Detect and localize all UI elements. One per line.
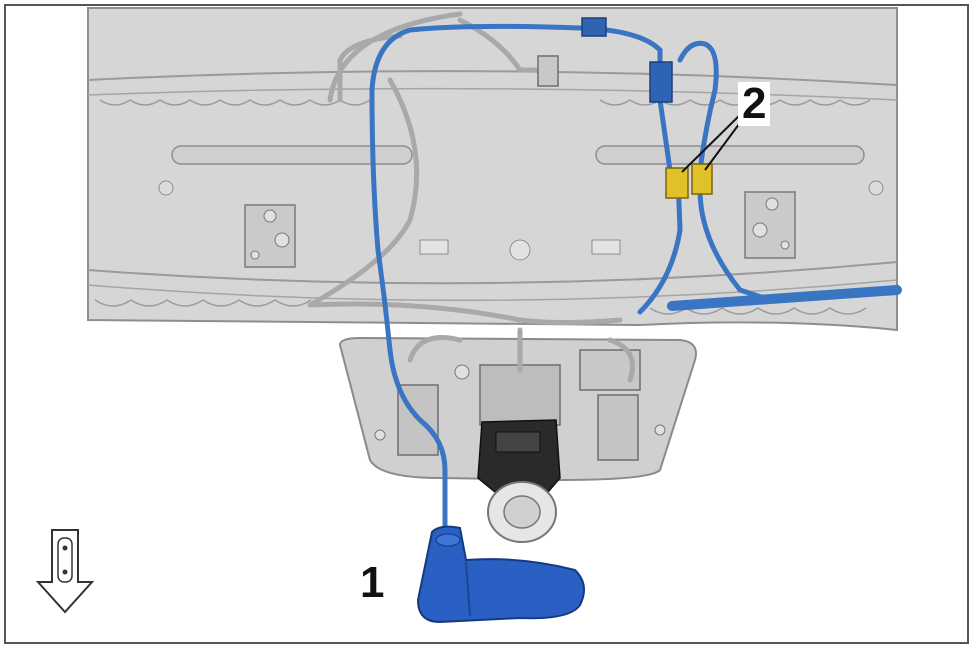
- tailgate-panel: [87, 7, 898, 332]
- callout-part-1: 1: [356, 561, 389, 605]
- grey-connector: [537, 55, 559, 87]
- camera-cable: [369, 23, 773, 543]
- handle-housing: [338, 336, 697, 482]
- grey-harness: [307, 11, 635, 383]
- vehicle-direction-arrow-icon: [35, 529, 95, 614]
- left-bracket: [244, 204, 296, 268]
- callout-part-2: 2: [738, 82, 771, 126]
- blue-connector: [649, 61, 673, 103]
- rear-view-camera: [416, 525, 585, 624]
- cable-sleeve: [667, 285, 902, 311]
- lock-cylinder: [477, 419, 561, 543]
- inline-connector: [581, 17, 607, 37]
- right-bracket: [744, 191, 796, 259]
- yellow-connectors: [665, 163, 713, 199]
